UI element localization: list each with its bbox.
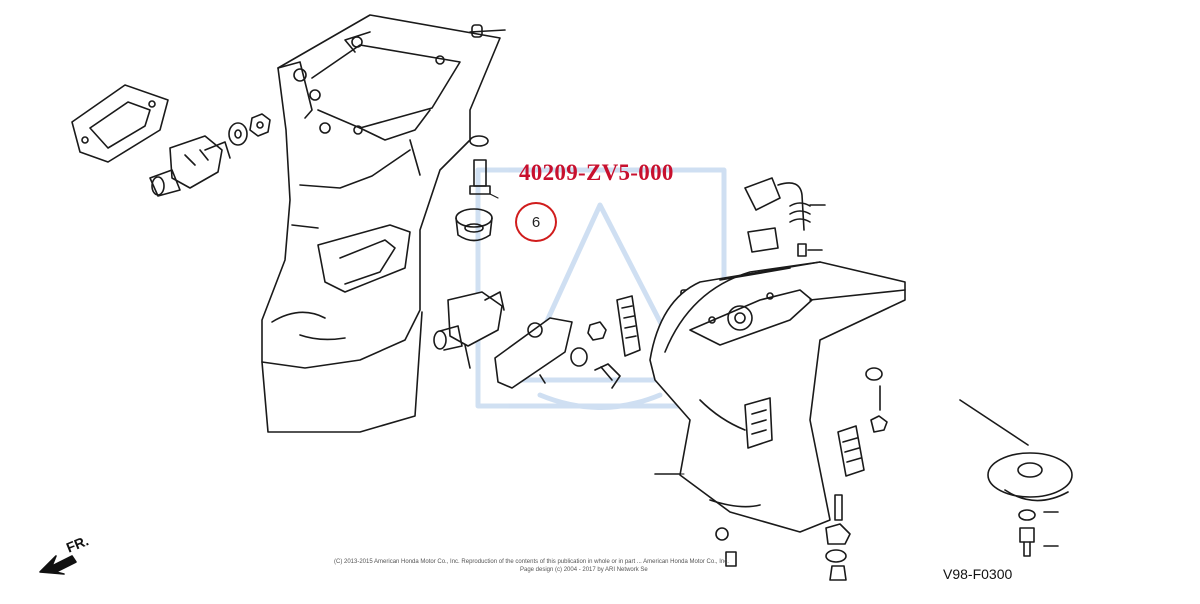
mounting-plate-left xyxy=(71,84,169,163)
gear-case xyxy=(649,261,906,533)
grommet-and-bolt xyxy=(455,135,493,242)
leader-lines xyxy=(489,193,685,475)
nut-left xyxy=(249,113,271,137)
front-direction-arrow xyxy=(39,555,77,575)
callout-number: 6 xyxy=(531,213,541,231)
part-number-label: 40209-ZV5-000 xyxy=(519,160,674,185)
copyright-notice: (C) 2013-2015 American Honda Motor Co., … xyxy=(334,559,729,565)
cover-plate xyxy=(494,317,573,389)
page-design-notice: Page design (c) 2004 - 2017 by ARI Netwo… xyxy=(520,567,648,573)
small-hardware-middle xyxy=(570,321,621,389)
water-connector-left xyxy=(149,135,231,197)
gear-case-hardware xyxy=(715,367,888,581)
impeller-assembly xyxy=(959,399,1073,557)
water-pipe-assembly xyxy=(744,177,826,257)
extension-case xyxy=(261,14,506,433)
water-connector-middle xyxy=(433,291,505,369)
figure-code: V98-F0300 xyxy=(943,566,1013,582)
callout-marker[interactable]: 6 xyxy=(515,202,557,242)
water-screen-middle xyxy=(616,295,641,357)
washer-left xyxy=(228,122,248,146)
